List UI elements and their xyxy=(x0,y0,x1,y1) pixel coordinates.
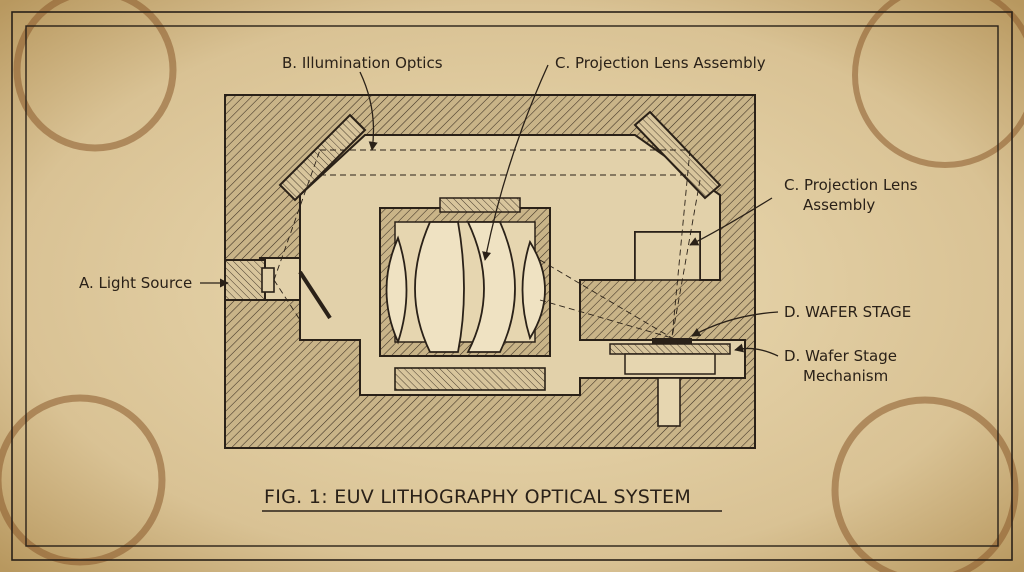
label-wafer-stage: D. WAFER STAGE xyxy=(784,303,911,321)
barrel-base xyxy=(394,367,546,391)
leader-lines xyxy=(200,64,779,357)
label-light-source: A. Light Source xyxy=(79,274,192,292)
ray-1 xyxy=(273,149,321,281)
lens-element-4 xyxy=(521,239,546,341)
stain-bottom-left xyxy=(0,394,166,566)
label-projection-lens-right-2: Assembly xyxy=(803,196,875,214)
light-source-body xyxy=(224,259,266,301)
outer-frame xyxy=(11,11,1013,561)
label-wafer-mechanism-2: Mechanism xyxy=(803,367,888,385)
ray-2 xyxy=(273,279,301,321)
stain-top-left xyxy=(13,0,177,152)
stage-shaft xyxy=(657,377,681,427)
wafer xyxy=(652,338,692,344)
lens-element-3 xyxy=(466,221,516,353)
stage-chuck xyxy=(609,343,731,355)
illumination-mirror-right xyxy=(633,110,722,200)
light-source xyxy=(224,259,275,301)
ray-6 xyxy=(671,179,701,339)
inner-frame xyxy=(25,25,999,547)
illumination-mirror-left xyxy=(278,113,367,202)
ray-7 xyxy=(539,259,673,339)
leader-wafer-stage xyxy=(691,311,779,337)
label-illumination-optics: B. Illumination Optics xyxy=(282,54,443,72)
stain-top-right xyxy=(852,0,1024,168)
projection-lenses xyxy=(385,221,546,353)
projection-block xyxy=(634,231,701,281)
label-projection-lens-right-1: C. Projection Lens xyxy=(784,176,918,194)
lens-element-2 xyxy=(414,221,465,353)
lens-element-1 xyxy=(385,235,408,345)
stain-bottom-right xyxy=(831,396,1019,572)
ray-5 xyxy=(671,149,691,339)
label-projection-lens-top: C. Projection Lens Assembly xyxy=(555,54,766,72)
leader-projection-right xyxy=(689,197,773,246)
label-wafer-mechanism-1: D. Wafer Stage xyxy=(784,347,897,365)
wafer-stage xyxy=(609,338,731,427)
leader-wafer-mechanism xyxy=(734,343,779,357)
stage-base xyxy=(624,353,716,375)
light-rays xyxy=(273,149,701,339)
figure-title: FIG. 1: EUV LITHOGRAPHY OPTICAL SYSTEM xyxy=(264,486,691,508)
fold-mirror xyxy=(298,270,332,320)
leader-projection-top xyxy=(482,64,549,261)
ray-8 xyxy=(539,299,673,339)
light-source-emitter xyxy=(261,267,275,293)
leader-illumination xyxy=(359,71,378,151)
